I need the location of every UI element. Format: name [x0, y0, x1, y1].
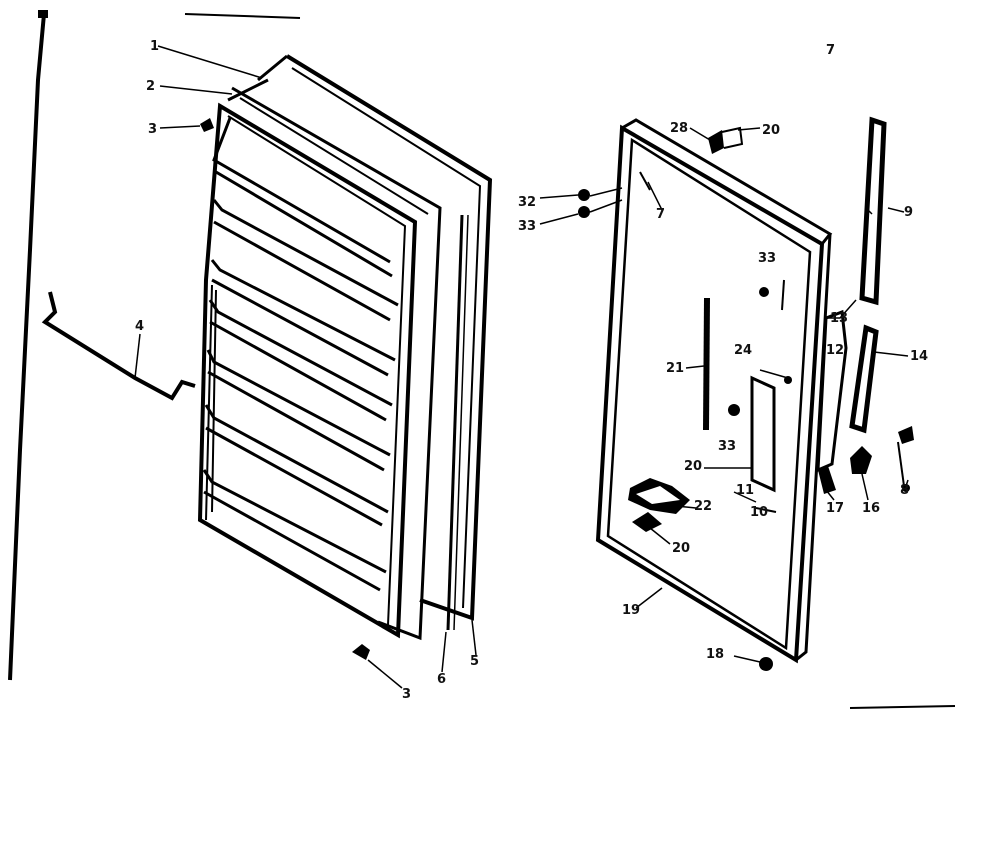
shim — [818, 466, 836, 494]
callout-7-door: 7 — [656, 207, 665, 222]
callout-4: 4 — [135, 319, 144, 334]
callout-13: 13 — [830, 311, 848, 326]
callout-5: 5 — [470, 654, 479, 669]
callout-33-mid: 33 — [758, 251, 776, 266]
hinge-block — [816, 309, 848, 473]
callout-22: 22 — [694, 499, 712, 514]
hinge-bracket — [721, 126, 744, 149]
hinge-pin — [708, 130, 724, 154]
door-shelf-panel — [197, 102, 418, 639]
callout-20-mid: 20 — [684, 459, 702, 474]
callout-20-low: 20 — [672, 541, 690, 556]
callout-6: 6 — [437, 672, 446, 687]
callout-32: 32 — [518, 195, 536, 210]
door-stop — [850, 446, 872, 474]
callout-20-top: 20 — [762, 123, 780, 138]
screw-top — [200, 118, 214, 132]
screw-33-mid — [759, 287, 769, 297]
callout-17: 17 — [826, 501, 844, 516]
callout-10: 10 — [750, 505, 768, 520]
screw-bottom — [352, 644, 370, 660]
screw-32 — [578, 189, 590, 201]
screw-18 — [759, 657, 773, 671]
callout-3-bottom: 3 — [402, 687, 411, 702]
callout-21: 21 — [666, 361, 684, 376]
grommet — [632, 512, 662, 532]
callout-11: 11 — [736, 483, 754, 498]
callout-2: 2 — [146, 79, 155, 94]
callout-7-top: 7 — [826, 43, 835, 58]
hinge-bar — [859, 116, 887, 306]
page-edge-line — [8, 10, 48, 681]
screw-33-low — [728, 404, 740, 416]
callout-8: 8 — [900, 483, 909, 498]
latch-bracket — [750, 375, 776, 493]
callout-1: 1 — [150, 39, 159, 54]
callout-19: 19 — [622, 603, 640, 618]
handle-strip — [703, 297, 710, 431]
callout-9: 9 — [904, 205, 913, 220]
outer-door-panel — [595, 118, 833, 664]
callout-33-left: 33 — [518, 219, 536, 234]
leader-lines-left — [134, 45, 477, 689]
callout-16: 16 — [862, 501, 880, 516]
leader-lines-right — [539, 127, 909, 663]
wire-handle — [41, 291, 196, 401]
callout-28: 28 — [670, 121, 688, 136]
callout-14: 14 — [910, 349, 928, 364]
lower-hinge — [849, 324, 879, 434]
scan-mark-bottom — [849, 705, 956, 709]
screw-33-top — [578, 206, 590, 218]
callout-12: 12 — [826, 343, 844, 358]
callout-3-top: 3 — [148, 122, 157, 137]
callout-24: 24 — [734, 343, 752, 358]
scan-mark-top — [184, 13, 301, 19]
callout-18: 18 — [706, 647, 724, 662]
callout-33-low: 33 — [718, 439, 736, 454]
screw-8 — [898, 426, 914, 444]
door-gasket-outer — [257, 54, 493, 621]
breaker-strip — [446, 214, 464, 631]
